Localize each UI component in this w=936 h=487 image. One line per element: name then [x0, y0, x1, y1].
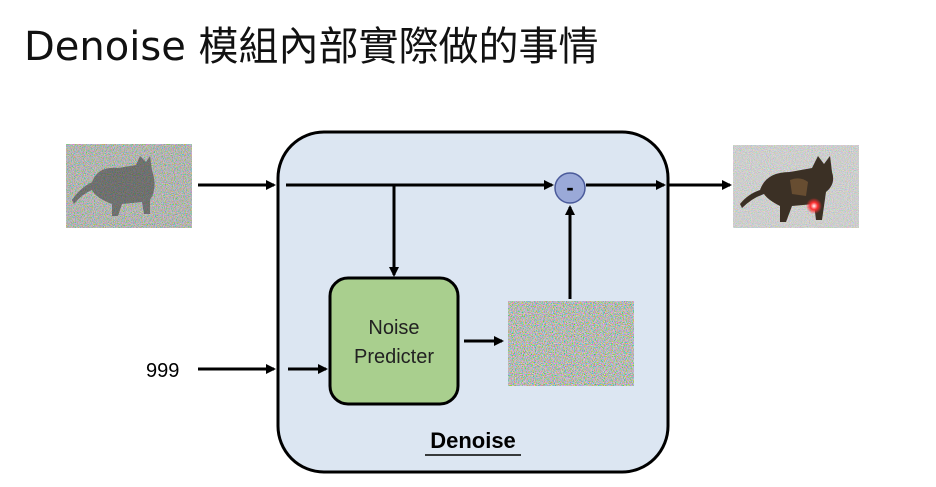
predicted-noise-image: [508, 301, 634, 386]
subtract-symbol: -: [566, 175, 573, 200]
step-number-label: 999: [146, 360, 179, 382]
noise-predicter-label-line1: Noise: [368, 317, 419, 339]
subtract-node: [554, 172, 586, 204]
red-indicator-icon: [806, 198, 822, 214]
noise-predicter-box: [328, 276, 460, 406]
noise-predicter-label-line2: Predicter: [354, 346, 434, 368]
input-noisy-cat-image: [66, 144, 192, 228]
slide-title: Denoise 模組內部實際做的事情: [24, 24, 599, 70]
flow-arrows: [198, 180, 732, 374]
output-denoised-cat-image: [733, 145, 859, 228]
denoise-module-label: Denoise: [430, 428, 516, 453]
